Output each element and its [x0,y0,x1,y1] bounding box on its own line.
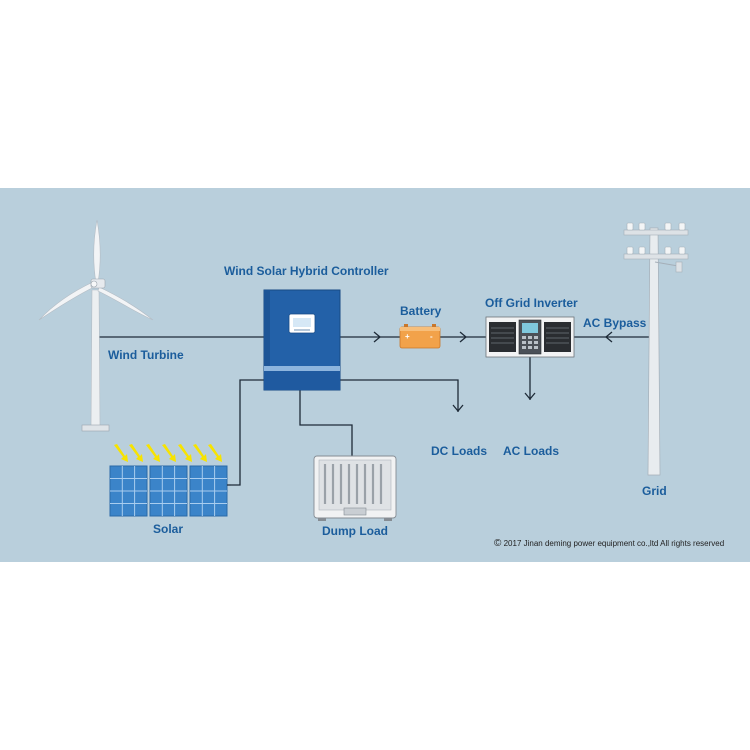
wire-solar-controller [231,379,264,486]
wiring [96,331,652,486]
diagram-panel: + - [0,188,750,562]
label-grid: Grid [642,484,667,498]
arrow-dc-loads [452,404,464,413]
label-ac-bypass: AC Bypass [583,316,647,330]
wire-dc-loads [340,379,459,412]
dump-load-icon [313,455,397,521]
solar-panels-icon [109,465,231,517]
arrow-ac-loads [524,392,536,401]
wind-turbine-icon [38,219,154,432]
inverter-display [522,323,538,333]
hybrid-controller-icon [263,289,341,391]
arrow-to-inverter [459,331,468,343]
label-inverter: Off Grid Inverter [485,296,578,310]
wire-dump-load [299,390,353,458]
label-controller: Wind Solar Hybrid Controller [224,264,389,278]
svg-text:+: + [405,332,410,341]
copyright-symbol: © [494,538,502,549]
arrow-ac-bypass [604,331,613,343]
label-battery: Battery [400,304,442,318]
arrow-to-battery [373,331,382,343]
sunlight-arrows [114,444,222,462]
copyright-notice: © 2017 Jinan deming power equipment co.,… [494,538,724,549]
grid-pole-icon [623,222,689,476]
label-ac-loads: AC Loads [503,444,560,458]
label-wind-turbine: Wind Turbine [108,348,184,362]
label-solar: Solar [153,522,184,536]
label-dump-load: Dump Load [322,524,388,538]
label-dc-loads: DC Loads [431,444,488,458]
inverter-icon [485,316,575,358]
system-diagram: + - [0,188,750,562]
battery-icon: + - [399,324,441,349]
svg-text:-: - [430,332,433,341]
copyright-text: 2017 Jinan deming power equipment co.,lt… [503,539,725,548]
